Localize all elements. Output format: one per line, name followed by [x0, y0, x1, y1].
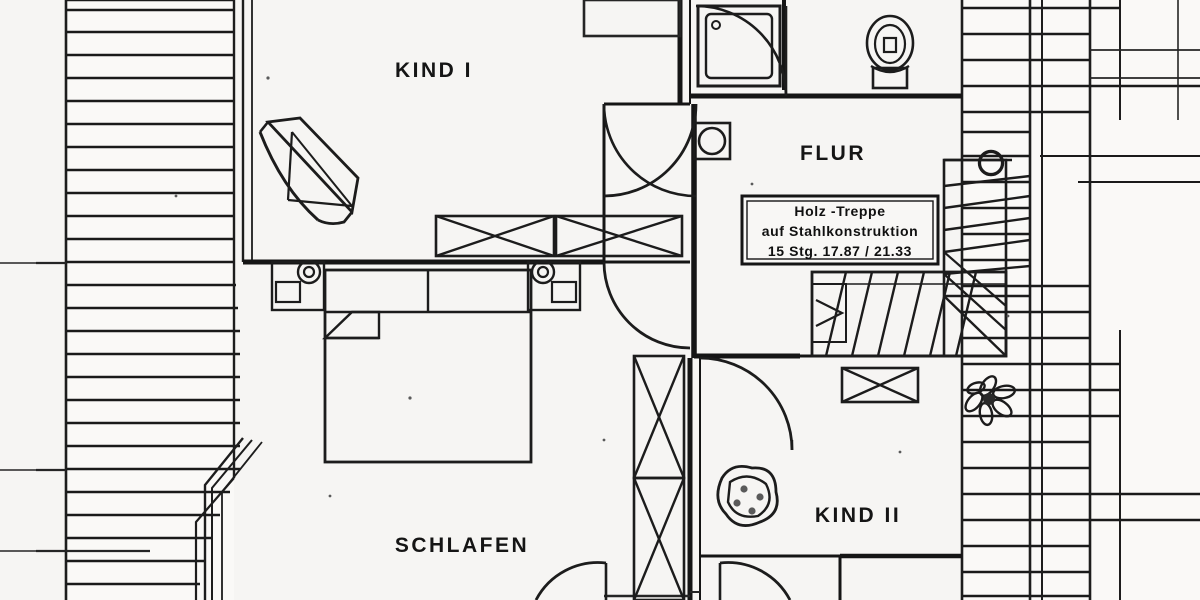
wardrobe-top-right [554, 214, 684, 258]
stair-note-line1: Holz -Treppe [794, 203, 885, 219]
room-label-kind2: KIND II [815, 504, 901, 527]
door-schlafen[interactable] [602, 261, 691, 350]
roof-rafters-left [0, 0, 263, 600]
room-label-flur: FLUR [800, 142, 866, 165]
door-bath[interactable] [695, 4, 788, 97]
stair-note-box: Holz -Treppe auf Stahlkonstruktion 15 St… [740, 194, 940, 266]
door-lower-right[interactable] [718, 561, 792, 600]
door-lower-left[interactable] [534, 561, 608, 600]
nightstand-right [526, 259, 582, 312]
pouf-seat [716, 464, 779, 527]
wardrobe-flur [840, 366, 920, 404]
scan-speckle [174, 76, 1010, 498]
winder-staircase [810, 149, 1031, 358]
wardrobe-vertical [632, 354, 686, 600]
armchair [258, 116, 360, 225]
room-label-kind1: KIND I [395, 59, 473, 82]
roof-rafters-right [960, 0, 1200, 600]
nightstand-left [270, 259, 326, 312]
stair-note-line3: 15 Stg. 17.87 / 21.33 [768, 243, 912, 259]
room-label-schlafen: SCHLAFEN [395, 534, 529, 557]
toilet [865, 14, 915, 90]
double-bed [322, 268, 533, 464]
washbasin [692, 121, 732, 161]
wardrobe-top-left [434, 214, 556, 258]
plant-icon [964, 375, 1017, 427]
stair-note-line2: auf Stahlkonstruktion [762, 223, 919, 239]
door-kind2[interactable] [699, 356, 794, 451]
door-kind1[interactable] [602, 103, 698, 198]
